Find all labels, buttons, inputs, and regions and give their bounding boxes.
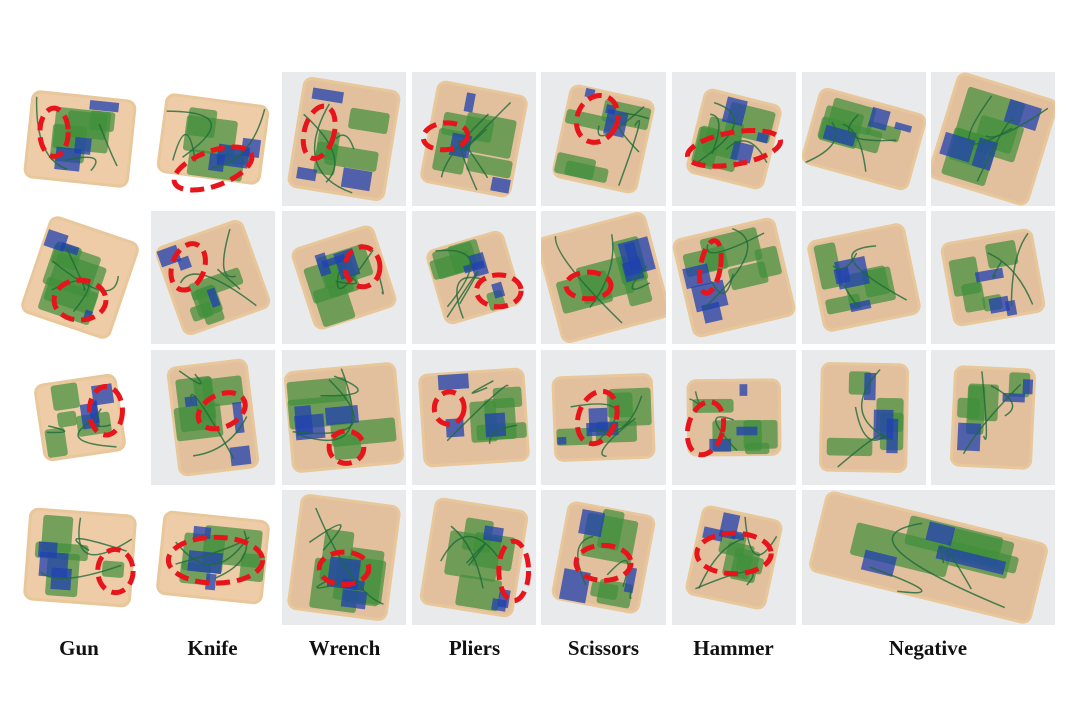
xray-image-knife-1	[151, 72, 275, 206]
column-label-hammer: Hammer	[693, 636, 774, 660]
xray-image-knife-3	[151, 350, 275, 485]
column-label-knife: Knife	[187, 636, 238, 660]
column-label-negative: Negative	[888, 636, 968, 660]
xray-image-pliers-3	[412, 350, 536, 485]
xray-image-wrench-1	[282, 72, 406, 206]
xray-image-knife-2	[151, 211, 275, 344]
xray-image-hammer-4	[672, 490, 796, 625]
xray-image-negative-1	[802, 72, 926, 206]
xray-image-negative-2	[931, 72, 1055, 206]
xray-image-pliers-4	[412, 490, 536, 625]
xray-image-wrench-4	[282, 490, 406, 625]
column-label-scissors: Scissors	[567, 636, 640, 660]
xray-image-gun-2	[21, 211, 139, 344]
xray-image-negative-4	[931, 211, 1055, 344]
xray-image-negative-7	[802, 490, 1055, 625]
xray-image-scissors-2	[541, 211, 666, 344]
xray-image-pliers-1	[412, 72, 536, 206]
xray-image-knife-4	[151, 490, 275, 625]
xray-image-gun-1	[21, 72, 139, 206]
column-label-gun: Gun	[59, 636, 99, 660]
xray-image-pliers-2	[412, 211, 536, 344]
xray-image-hammer-3	[672, 350, 796, 485]
xray-image-hammer-2	[672, 211, 796, 344]
xray-image-negative-6	[931, 350, 1055, 485]
xray-image-negative-3	[802, 211, 926, 344]
column-label-wrench: Wrench	[308, 636, 381, 660]
xray-image-gun-3	[21, 350, 139, 485]
xray-image-negative-5	[802, 350, 926, 485]
xray-image-wrench-3	[282, 350, 406, 485]
xray-image-hammer-1	[672, 72, 796, 206]
column-label-pliers: Pliers	[448, 636, 501, 660]
xray-image-gun-4	[21, 490, 139, 625]
xray-image-scissors-4	[541, 490, 666, 625]
xray-image-scissors-1	[541, 72, 666, 206]
xray-image-scissors-3	[541, 350, 666, 485]
xray-image-wrench-2	[282, 211, 406, 344]
